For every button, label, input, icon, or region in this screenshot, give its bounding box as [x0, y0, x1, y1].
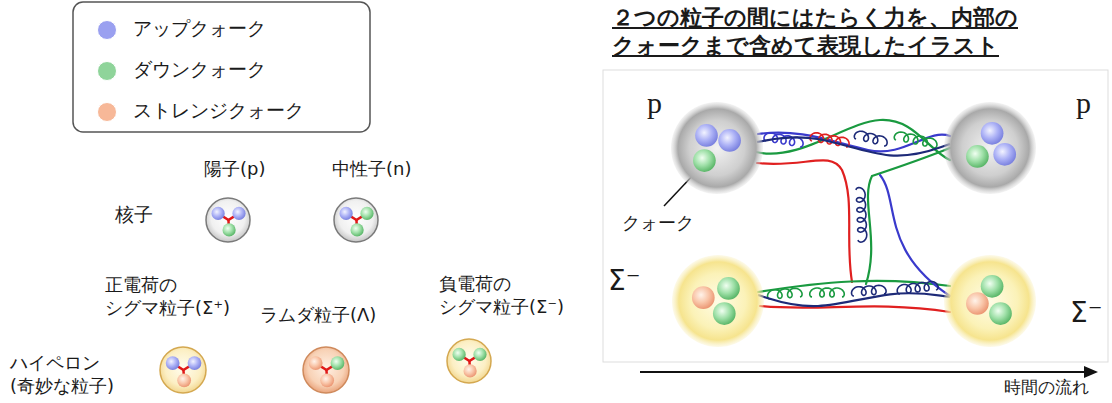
label: ハイペロン (奇妙な粒子) — [10, 352, 114, 397]
particle-circle: 正電荷の シグマ粒子(Σ⁺) — [160, 347, 206, 393]
particle-label: 負電荷の シグマ粒子(Σ⁻) — [439, 273, 564, 318]
particle-circle: 陽子(p) — [206, 198, 250, 242]
particle-circle: 中性子(n) — [334, 198, 378, 242]
text-line: クォークまで含めて表現したイラスト — [612, 32, 1018, 60]
gluon-coil — [852, 285, 887, 296]
legend-text: ダウンクォーク — [133, 58, 266, 82]
legend-swatch — [98, 21, 117, 40]
legend-text: アップクォーク — [133, 17, 266, 41]
quark — [232, 207, 245, 220]
quark — [473, 348, 486, 361]
particle-illustration: p — [675, 106, 759, 190]
label: 核子 — [115, 203, 153, 227]
particle-illustration: Σ⁻ — [948, 259, 1032, 343]
particle-body — [944, 102, 1036, 194]
quark — [166, 356, 180, 370]
particle-body — [671, 102, 763, 194]
particle-label: 正電荷の シグマ粒子(Σ⁺) — [105, 274, 230, 319]
particle-label: 陽子(p) — [204, 158, 265, 181]
particle-label: 中性子(n) — [332, 158, 411, 181]
particle-label: Σ⁻ — [1070, 295, 1102, 330]
quark — [713, 302, 736, 325]
text-line: シグマ粒子(Σ⁻) — [439, 296, 564, 319]
quark — [989, 302, 1012, 325]
text-line: (奇妙な粒子) — [10, 375, 114, 398]
quark — [693, 149, 716, 172]
particle-shape — [676, 259, 760, 343]
particle-shape — [206, 198, 250, 242]
text-line: 負電荷の — [439, 273, 564, 296]
label: クォーク — [622, 212, 694, 235]
quark — [360, 207, 373, 220]
particle-body — [944, 255, 1036, 347]
quark — [351, 223, 364, 236]
particle-body — [447, 339, 491, 383]
quark — [981, 275, 1004, 298]
quark — [717, 277, 740, 300]
gluon-coil — [894, 132, 937, 148]
quark — [331, 356, 345, 370]
particle-shape — [334, 198, 378, 242]
gluon-coils — [764, 131, 938, 299]
particle-shape — [160, 347, 206, 393]
illustration-frame — [603, 70, 1108, 362]
legend-swatch — [98, 62, 117, 81]
quark — [981, 122, 1004, 145]
gluon-coil — [897, 282, 938, 294]
particle-shape — [303, 347, 349, 393]
quark — [966, 145, 989, 168]
quark-line — [758, 293, 950, 306]
gluon-coil — [768, 288, 803, 299]
text-line: 正電荷の — [105, 274, 230, 297]
text-line: ハイペロン — [10, 352, 114, 375]
quark-lines — [756, 120, 950, 312]
quark — [309, 356, 323, 370]
text-line: シグマ粒子(Σ⁺) — [105, 297, 230, 320]
time-arrow-head — [1084, 366, 1098, 378]
quark — [993, 143, 1016, 166]
particle-body — [303, 347, 349, 393]
particle-body — [334, 198, 378, 242]
quark — [718, 129, 741, 152]
particle-body — [672, 255, 764, 347]
particle-shape — [675, 106, 759, 190]
title: ２つの粒子の間にはたらく力を、内部の クォークまで含めて表現したイラスト — [612, 4, 1018, 59]
gluon-coil — [856, 188, 867, 243]
quark — [320, 373, 334, 387]
particle-illustration: p — [948, 106, 1032, 190]
legend-box — [73, 2, 370, 132]
quark — [188, 356, 202, 370]
quark — [177, 373, 191, 387]
legend-text: ストレンジクォーク — [133, 99, 304, 123]
quark — [692, 286, 715, 309]
particle-body — [206, 198, 250, 242]
particle-body — [160, 347, 206, 393]
particle-shape — [948, 259, 1032, 343]
gluon-coil — [810, 288, 845, 297]
quark — [212, 207, 225, 220]
text-line: ２つの粒子の間にはたらく力を、内部の — [612, 4, 1018, 32]
particle-shape — [447, 339, 491, 383]
gluon-coil — [854, 131, 887, 146]
particle-label: p — [647, 84, 662, 122]
particle-shape — [948, 106, 1032, 190]
quark — [340, 207, 353, 220]
particle-label: ラムダ粒子(Λ) — [260, 304, 376, 327]
quark-line — [757, 137, 950, 155]
particle-illustration: Σ⁻ — [676, 259, 760, 343]
quark — [966, 292, 989, 315]
quark — [464, 364, 477, 377]
particle-label: p — [1076, 84, 1091, 122]
quark — [453, 348, 466, 361]
particle-label: Σ⁻ — [608, 263, 640, 298]
time-arrow-line — [640, 371, 1088, 373]
label: 時間の流れ — [1004, 377, 1089, 398]
quark — [695, 124, 718, 147]
particle-circle: 負電荷の シグマ粒子(Σ⁻) — [447, 339, 491, 383]
quark — [223, 223, 236, 236]
particle-circle: ラムダ粒子(Λ) — [303, 347, 349, 393]
legend-swatch — [98, 103, 117, 122]
